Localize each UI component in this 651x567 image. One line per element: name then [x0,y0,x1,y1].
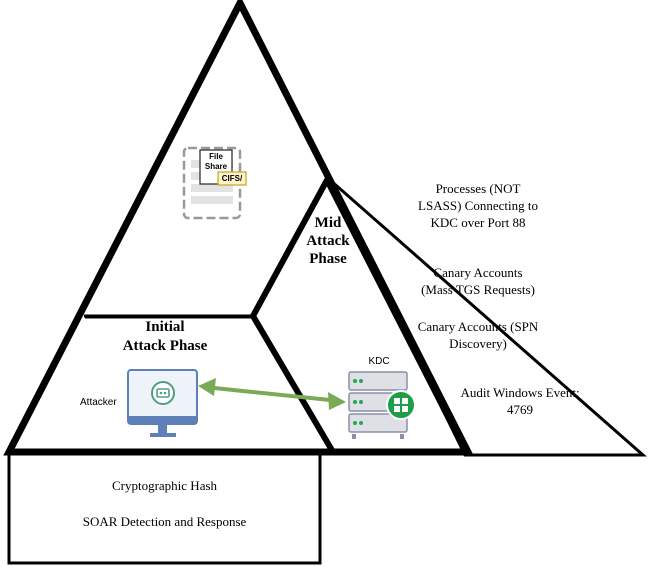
detection-item-1-line-1: Processes (NOT [435,181,521,196]
detection-item-2-line-2: (Mass TGS Requests) [421,282,535,297]
detection-item-2-line-1: Canary Accounts [433,265,523,280]
file-share-label-1: File [209,152,223,161]
mid-phase-title-1: Mid [314,215,342,231]
initial-phase-title-2: Attack Phase [122,338,208,354]
detection-item-4-line-1: Audit Windows Event: [460,385,580,400]
attacker-monitor-icon [127,369,198,437]
mid-phase-title-3: Phase [309,251,347,267]
bottom-detection-item-2: SOAR Detection and Response [82,514,247,529]
kdc-server-icon [348,371,416,439]
file-share-label-2: Share [204,162,228,171]
file-share-icon [182,146,247,220]
detection-item-3-line-1: Canary Accounts (SPN [417,319,539,334]
kdc-label: KDC [368,356,390,367]
attacker-label: Attacker [80,397,117,408]
mid-phase-outline [250,177,469,455]
initial-phase-title-1: Initial [145,319,185,335]
attacker-kdc-arrow [198,378,346,410]
detection-item-3-line-2: Discovery) [449,336,507,351]
mid-phase-title-2: Attack [306,233,350,249]
bottom-detection-item-1: Cryptographic Hash [111,478,218,493]
detection-item-1-line-2: LSASS) Connecting to [418,198,538,213]
bottom-detection-box [7,452,322,565]
detection-item-1-line-3: KDC over Port 88 [430,215,526,230]
file-share-tag: CIFS/ [221,174,243,183]
detection-item-4-line-2: 4769 [507,402,533,417]
